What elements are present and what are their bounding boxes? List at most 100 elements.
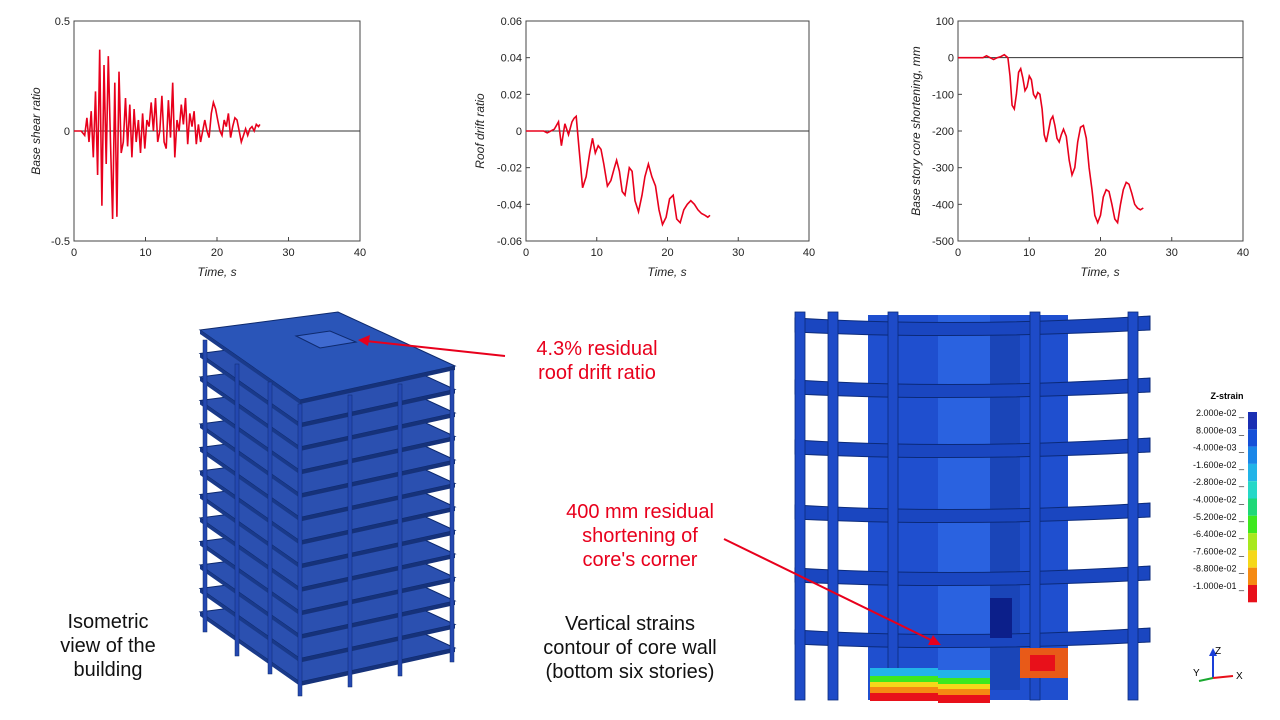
y-tick-label: 0.06 [501, 16, 522, 28]
drift-callout-arrow [358, 335, 506, 357]
slab-edge [300, 601, 455, 639]
triad-x-label: X [1236, 671, 1243, 682]
slab-edge [200, 447, 300, 522]
legend-label: -4.000e-02 _ [1193, 495, 1245, 505]
strain-band [870, 676, 938, 682]
slab-edge [200, 400, 300, 475]
x-axis-label: Time, s [197, 265, 236, 279]
legend-swatch [1248, 429, 1257, 447]
column [794, 311, 806, 701]
x-tick-label: 20 [211, 247, 223, 259]
residual-shortening-callout: 400 mm residual shortening of core's cor… [566, 501, 714, 571]
y-tick-label: 0 [948, 53, 954, 65]
core-wall-strain-contour [794, 311, 1151, 703]
slab-edge [200, 471, 300, 545]
x-axis-label: Time, s [647, 265, 686, 279]
y-axis-label: Roof drift ratio [473, 93, 487, 169]
residual-drift-callout: 4.3% residual roof drift ratio [536, 338, 658, 384]
y-tick-label: 0.5 [55, 16, 70, 28]
column [887, 311, 899, 701]
strain-band [870, 668, 938, 676]
strain-band [938, 684, 990, 689]
legend-swatch [1248, 412, 1257, 430]
y-tick-label: -0.5 [51, 236, 70, 248]
column [397, 383, 403, 677]
strain-band [870, 682, 938, 687]
column [267, 381, 273, 675]
x-axis-label: Time, s [1080, 265, 1119, 279]
x-tick-label: 10 [591, 247, 603, 259]
y-tick-label: -0.04 [497, 199, 522, 211]
slab-edge [300, 530, 455, 569]
slab-edge [300, 624, 455, 663]
shortening-callout-arrow [723, 538, 941, 645]
column [1127, 311, 1139, 701]
y-tick-label: 0.04 [501, 53, 522, 65]
triad-z-label: Z [1215, 646, 1221, 657]
y-tick-label: -300 [932, 163, 954, 175]
roof-core-opening [294, 330, 358, 349]
core-opening [990, 598, 1012, 638]
y-tick-label: 0 [64, 126, 70, 138]
x-tick-label: 40 [803, 247, 815, 259]
column [347, 394, 353, 688]
slab-edge [200, 612, 300, 686]
x-tick-label: 30 [1166, 247, 1178, 259]
legend-label: -8.800e-02 _ [1193, 564, 1245, 574]
slab-edge [300, 436, 455, 475]
y-axis-label: Base shear ratio [29, 87, 43, 175]
strain-hotspot [1030, 655, 1055, 671]
strain-band [938, 670, 990, 678]
y-tick-label: 0.02 [501, 89, 522, 101]
x-tick-label: 30 [732, 247, 744, 259]
x-tick-label: 0 [71, 247, 77, 259]
slab-edge [300, 648, 455, 686]
z-strain-legend: Z-strain 2.000e-02 _8.000e-03 _-4.000e-0… [1193, 391, 1257, 603]
slab-edge [300, 577, 455, 616]
legend-label: -1.600e-02 _ [1193, 460, 1245, 470]
legend-swatch [1248, 550, 1257, 568]
slab-edge [300, 507, 455, 545]
series-line [74, 49, 261, 220]
strain-band [938, 678, 990, 684]
y-tick-label: -500 [932, 236, 954, 248]
legend-label: -5.200e-02 _ [1193, 512, 1245, 522]
legend-swatch [1248, 481, 1257, 499]
x-tick-label: 40 [1237, 247, 1249, 259]
legend-label: -1.000e-01 _ [1193, 581, 1245, 591]
x-tick-label: 10 [139, 247, 151, 259]
column [234, 363, 240, 657]
y-tick-label: -0.02 [497, 163, 522, 175]
slab-edge [300, 483, 455, 522]
strain-band [938, 689, 990, 695]
y-axis-label: Base story core shortening, mm [909, 46, 923, 215]
slab-edge [200, 494, 300, 569]
legend-label: -2.800e-02 _ [1193, 477, 1245, 487]
y-tick-label: -0.06 [497, 236, 522, 248]
slab-edge [300, 366, 455, 404]
slab-edge [200, 541, 300, 616]
slab-edge [200, 330, 300, 404]
series-line [958, 53, 1144, 225]
x-tick-label: 0 [955, 247, 961, 259]
legend-swatch [1248, 533, 1257, 551]
legend-label: 8.000e-03 _ [1196, 425, 1245, 435]
slab-edge [200, 565, 300, 639]
x-tick-label: 30 [282, 247, 294, 259]
x-tick-label: 0 [523, 247, 529, 259]
slab-edge [300, 554, 455, 592]
slab-edge [200, 588, 300, 663]
strain-contour-caption: Vertical strains contour of core wall (b… [543, 613, 717, 683]
legend-label: -7.600e-02 _ [1193, 546, 1245, 556]
slab-edge [300, 460, 455, 498]
column [297, 403, 303, 697]
series-line [526, 114, 711, 227]
strain-band [870, 693, 938, 701]
y-tick-label: -200 [932, 126, 954, 138]
x-tick-label: 20 [661, 247, 673, 259]
legend-swatch [1248, 446, 1257, 464]
isometric-building-illustration [198, 311, 457, 697]
triad-y-label: Y [1193, 668, 1200, 679]
